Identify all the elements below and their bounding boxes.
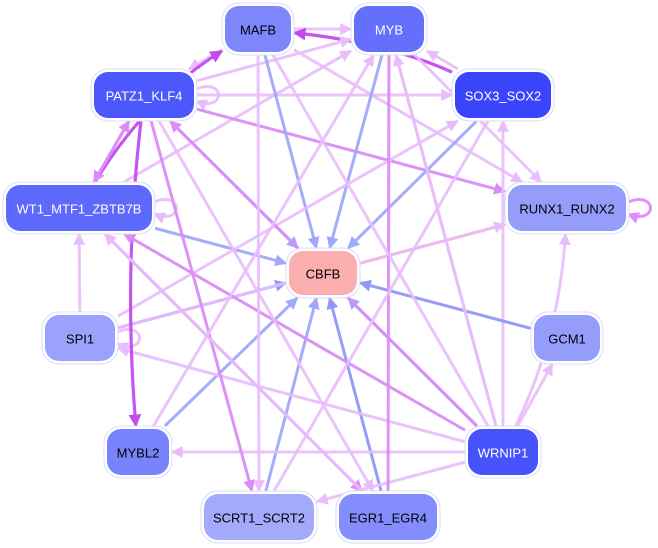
edge-mafb-to-wrnip1 [271,54,490,427]
edge-spi1-to-wt1_mtf1_zbtb7b [73,232,86,313]
edge-wrnip1-to-gcm1 [516,362,554,427]
node-shape [225,6,291,52]
edge-patz1_klf4-to-mybl2 [128,120,143,428]
edge-myb-to-egr1_egr4 [386,54,391,492]
edge-egr1_egr4-to-cbfb [326,296,383,492]
edge-wrnip1-to-wt1_mtf1_zbtb7b [123,232,466,432]
nodes-layer: MAFB MYB PATZ1_KLF4 SOX3_SOX2WT1_MTF1_ZBTB7… [2,2,630,544]
edge-myb-to-wrnip1 [394,54,498,427]
node-patz1-klf4[interactable]: PATZ1_KLF4 [90,68,198,122]
edge-wt1_mtf1_zbtb7b-to-cbfb [154,226,288,267]
edge-sox3_sox2-to-cbfb [347,119,478,250]
edge-egr1_egr4-to-wt1_mtf1_zbtb7b [103,232,364,493]
edge-mafb-to-cbfb [263,54,320,250]
edge-spi1-to-spi1 [115,328,141,354]
edge-wt1_mtf1_zbtb7b-to-patz1_klf4 [92,119,131,183]
node-shape [534,315,600,361]
edge-runx1_runx2-to-runx1_runx2 [626,198,652,224]
edge-patz1_klf4-to-egr1_egr4 [157,120,375,493]
node-shape [94,72,194,118]
edge-patz1_klf4-to-patz1_klf4 [194,85,220,111]
node-shape [204,494,314,540]
node-shape [354,6,424,52]
node-runx1-runx2[interactable]: RUNX1_RUNX2 [504,181,630,235]
edge-patz1_klf4-to-runx1_runx2 [196,107,507,195]
edge-patz1_klf4-to-myb [196,36,353,83]
edge-mafb-to-runx1_runx2 [293,48,524,184]
edges-layer [73,23,652,505]
node-shape [455,72,551,118]
node-myb[interactable]: MYB [350,2,428,56]
edge-wrnip1-to-spi1 [116,345,466,444]
edge-gcm1-to-cbfb [358,279,532,330]
node-shape [508,185,626,231]
node-scrt1-scrt2[interactable]: SCRT1_SCRT2 [200,490,318,544]
edge-patz1_klf4-to-scrt1_scrt2 [149,120,255,493]
edge-mybl2-to-myb [152,53,375,427]
edge-myb-to-cbfb [326,54,384,250]
node-spi1[interactable]: SPI1 [41,311,119,365]
node-egr1-egr4[interactable]: EGR1_EGR4 [335,490,441,544]
node-sox3-sox2[interactable]: SOX3_SOX2 [451,68,555,122]
node-wt1-mtf1-zbtb7b[interactable]: WT1_MTF1_ZBTB7B [2,181,156,235]
node-wrnip1[interactable]: WRNIP1 [464,425,542,479]
node-shape [339,494,437,540]
node-cbfb[interactable]: CBFB [285,247,361,299]
node-mybl2[interactable]: MYBL2 [103,425,173,479]
node-mafb[interactable]: MAFB [221,2,295,56]
edge-mafb-to-scrt1_scrt2 [252,54,265,493]
edge-scrt1_scrt2-to-sox3_sox2 [272,120,490,492]
node-shape [289,251,357,295]
node-gcm1[interactable]: GCM1 [530,311,604,365]
node-shape [6,185,152,231]
node-shape [107,429,169,475]
node-shape [45,315,115,361]
edge-sox3_sox2-to-myb [425,49,459,71]
node-shape [468,429,538,475]
edge-spi1-to-sox3_sox2 [117,119,459,318]
